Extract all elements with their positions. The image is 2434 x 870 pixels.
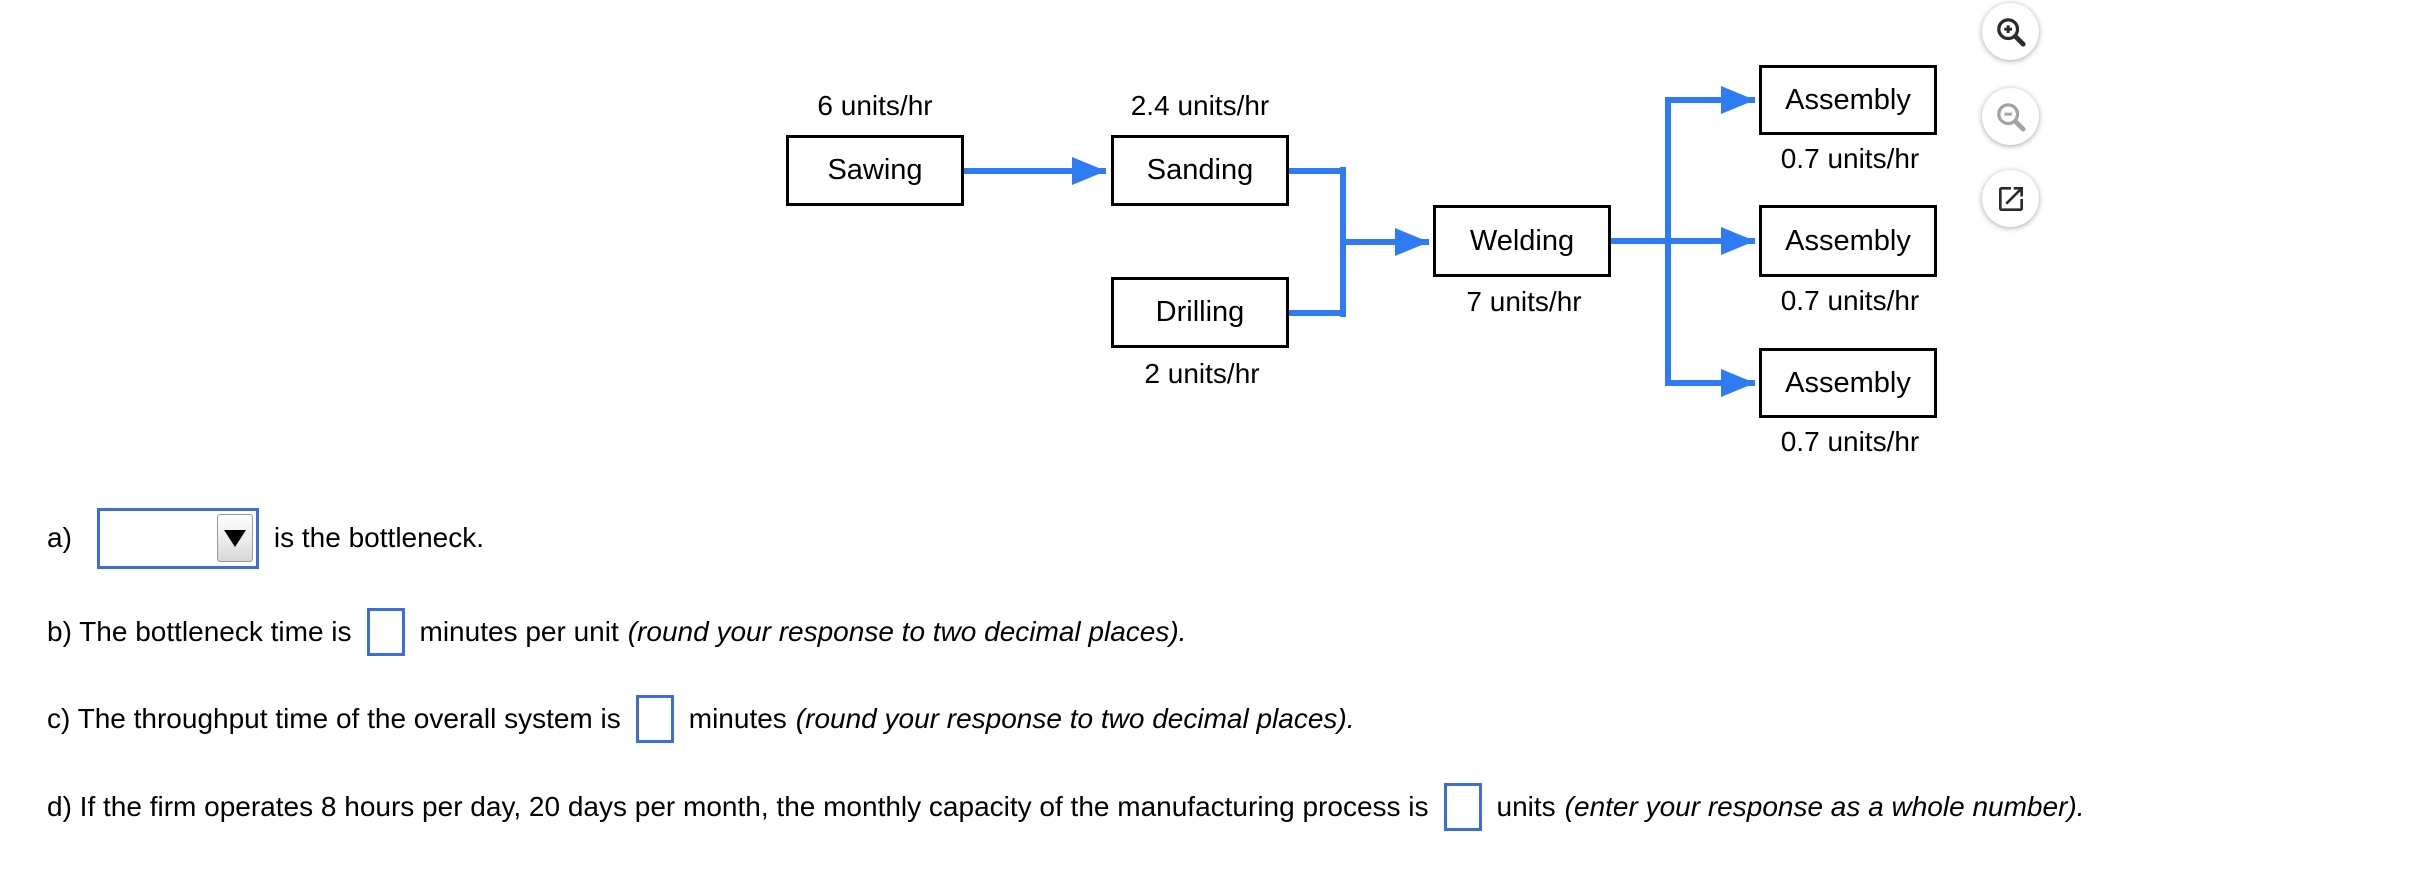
question-b-row: b) The bottleneck time is minutes per un… [47,607,1186,657]
dropdown-arrow-button[interactable] [216,514,253,562]
zoom-out-button[interactable] [1982,88,2039,145]
question-c-row: c) The throughput time of the overall sy… [47,694,1355,744]
question-c-units: minutes [688,703,787,734]
open-in-new-window-button[interactable] [1982,170,2039,227]
zoom-out-icon [1994,100,2028,134]
rate-label-assembly-3: 0.7 units/hr [1780,426,1920,457]
question-a-prefix: a) [47,522,72,553]
question-c-note: (round your response to two decimal plac… [795,703,1355,734]
process-box-assembly-1: Assembly [1759,65,1937,135]
rate-label-welding: 7 units/hr [1466,286,1582,317]
process-label: Assembly [1785,366,1911,399]
process-box-drilling: Drilling [1111,277,1289,348]
rate-label-sanding: 2.4 units/hr [1130,90,1270,121]
bottleneck-dropdown[interactable] [96,507,259,569]
process-label: Drilling [1155,296,1245,328]
question-a-row: a) is the bottleneck. [47,506,484,570]
monthly-capacity-input[interactable] [1443,783,1482,831]
process-label: Sanding [1146,154,1254,186]
question-d-units: units [1496,791,1556,822]
question-a-text: is the bottleneck. [273,522,485,553]
rate-label-assembly-2: 0.7 units/hr [1780,285,1920,316]
question-c-tail: minutes (round your response to two decim… [689,702,1355,736]
process-box-welding: Welding [1433,205,1611,277]
rate-label-drilling: 2 units/hr [1144,358,1260,389]
bottleneck-time-input[interactable] [366,608,405,656]
process-label: Sawing [827,154,923,186]
throughput-time-input[interactable] [635,695,674,743]
question-d-tail: units (enter your response as a whole num… [1497,790,2085,824]
process-label: Welding [1469,224,1575,257]
question-d-note: (enter your response as a whole number). [1564,791,2085,822]
question-b-note: (round your response to two decimal plac… [627,616,1187,647]
rate-label-assembly-1: 0.7 units/hr [1780,143,1920,174]
open-in-new-window-icon [1995,183,2027,215]
chevron-down-icon [223,529,246,547]
question-d-row: d) If the firm operates 8 hours per day,… [47,782,2085,832]
process-box-assembly-3: Assembly [1759,348,1937,418]
question-b-lead: b) The bottleneck time is [47,616,352,647]
question-b-tail: minutes per unit (round your response to … [420,615,1187,649]
process-label: Assembly [1785,83,1911,116]
question-d-lead: d) If the firm operates 8 hours per day,… [47,791,1429,822]
process-box-assembly-2: Assembly [1759,205,1937,277]
zoom-in-icon [1994,15,2028,49]
question-c-lead: c) The throughput time of the overall sy… [47,703,621,734]
process-box-sawing: Sawing [786,135,964,206]
process-box-sanding: Sanding [1111,135,1289,206]
process-label: Assembly [1785,224,1911,257]
question-b-units: minutes per unit [419,616,619,647]
zoom-in-button[interactable] [1982,3,2039,60]
rate-label-sawing: 6 units/hr [817,90,933,121]
